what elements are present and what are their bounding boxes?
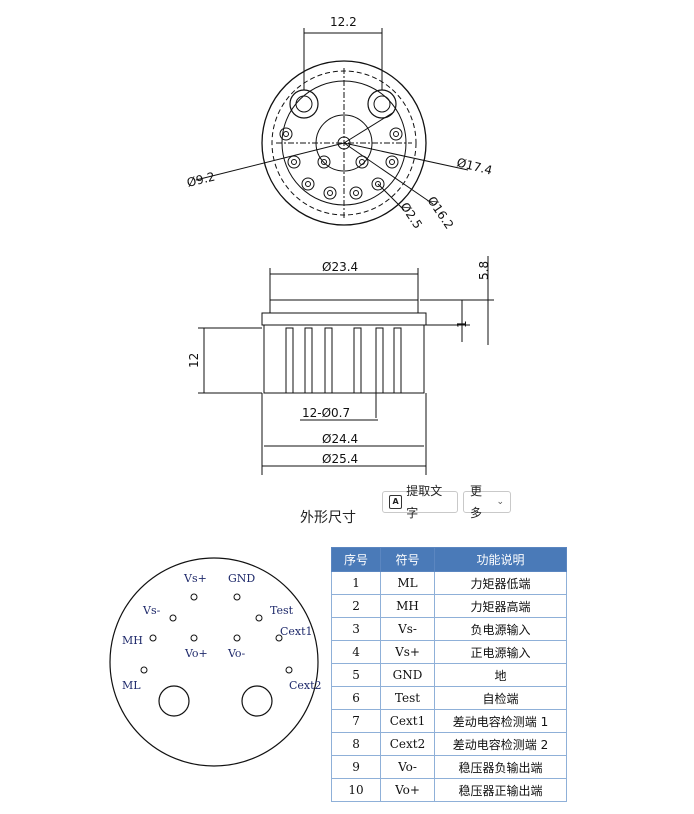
cell-function: 稳压器正输出端 <box>433 778 568 802</box>
figure-caption: 外形尺寸 <box>300 510 356 526</box>
cell-function: 差动电容检测端 1 <box>433 709 568 733</box>
pin-label-cext1: Cext1 <box>280 625 313 638</box>
cell-function: 稳压器负输出端 <box>433 755 568 779</box>
cell-symbol: Vo- <box>380 755 435 779</box>
cell-function: 力矩器低端 <box>433 571 568 595</box>
cell-function: 地 <box>433 663 568 687</box>
cell-symbol: Cext1 <box>380 709 435 733</box>
dim-hole: Ø2.5 <box>398 200 426 231</box>
side-view <box>198 256 494 475</box>
dim-pin-pitch: 12.2 <box>330 15 357 29</box>
more-label: 更多 <box>470 484 483 520</box>
dim-pins: 12-Ø0.7 <box>302 406 350 420</box>
header-symbol: 符号 <box>380 547 435 572</box>
cell-no: 10 <box>330 778 382 802</box>
cell-symbol: Cext2 <box>380 732 435 756</box>
text-extract-icon: A <box>389 495 403 509</box>
cell-no: 7 <box>330 709 382 733</box>
cell-symbol: Test <box>380 686 435 710</box>
dim-cap-height: 5.8 <box>477 261 491 280</box>
pinout-view <box>109 557 319 767</box>
top-view <box>195 28 469 226</box>
dim-top-width: Ø23.4 <box>322 260 358 274</box>
cell-no: 2 <box>330 594 382 618</box>
pin-label-test: Test <box>270 604 294 617</box>
pin-label-cext2: Cext2 <box>289 679 322 692</box>
dim-circle-outer: Ø17.4 <box>455 155 493 177</box>
cell-symbol: Vo+ <box>380 778 435 802</box>
chevron-down-icon: ⌄ <box>496 497 504 507</box>
cell-function: 力矩器高端 <box>433 594 568 618</box>
cell-symbol: GND <box>380 663 435 687</box>
cell-no: 6 <box>330 686 382 710</box>
cell-no: 3 <box>330 617 382 641</box>
cell-function: 正电源输入 <box>433 640 568 664</box>
header-no: 序号 <box>330 547 382 572</box>
cell-no: 8 <box>330 732 382 756</box>
dim-pin-length: 12 <box>187 353 201 368</box>
cell-function: 自检端 <box>433 686 568 710</box>
cell-function: 差动电容检测端 2 <box>433 732 568 756</box>
dim-circle-left: Ø9.2 <box>185 169 216 189</box>
more-button[interactable]: 更多 ⌄ <box>463 484 511 520</box>
cell-no: 5 <box>330 663 382 687</box>
pin-label-ml: ML <box>122 679 141 692</box>
extract-text-button[interactable]: A 提取文字 <box>382 484 458 520</box>
cell-no: 4 <box>330 640 382 664</box>
dim-base-width: Ø24.4 <box>322 432 358 446</box>
cell-symbol: Vs- <box>380 617 435 641</box>
pin-label-mh: MH <box>122 634 143 647</box>
pin-label-vo-plus: Vo+ <box>184 647 208 660</box>
dim-circle-inner: Ø16.2 <box>425 194 457 232</box>
cell-no: 1 <box>330 571 382 595</box>
pin-label-gnd: GND <box>228 572 255 585</box>
pin-label-vs-minus: Vs- <box>142 604 161 617</box>
cell-symbol: Vs+ <box>380 640 435 664</box>
dim-outer-width: Ø25.4 <box>322 452 358 466</box>
cell-no: 9 <box>330 755 382 779</box>
cell-symbol: MH <box>380 594 435 618</box>
extract-text-label: 提取文字 <box>406 484 443 520</box>
cell-symbol: ML <box>380 571 435 595</box>
cell-function: 负电源输入 <box>433 617 568 641</box>
dim-flange: 1 <box>455 320 469 328</box>
pin-label-vo-minus: Vo- <box>227 647 246 660</box>
header-function: 功能说明 <box>433 547 568 572</box>
pin-label-vs-plus: Vs+ <box>183 572 207 585</box>
